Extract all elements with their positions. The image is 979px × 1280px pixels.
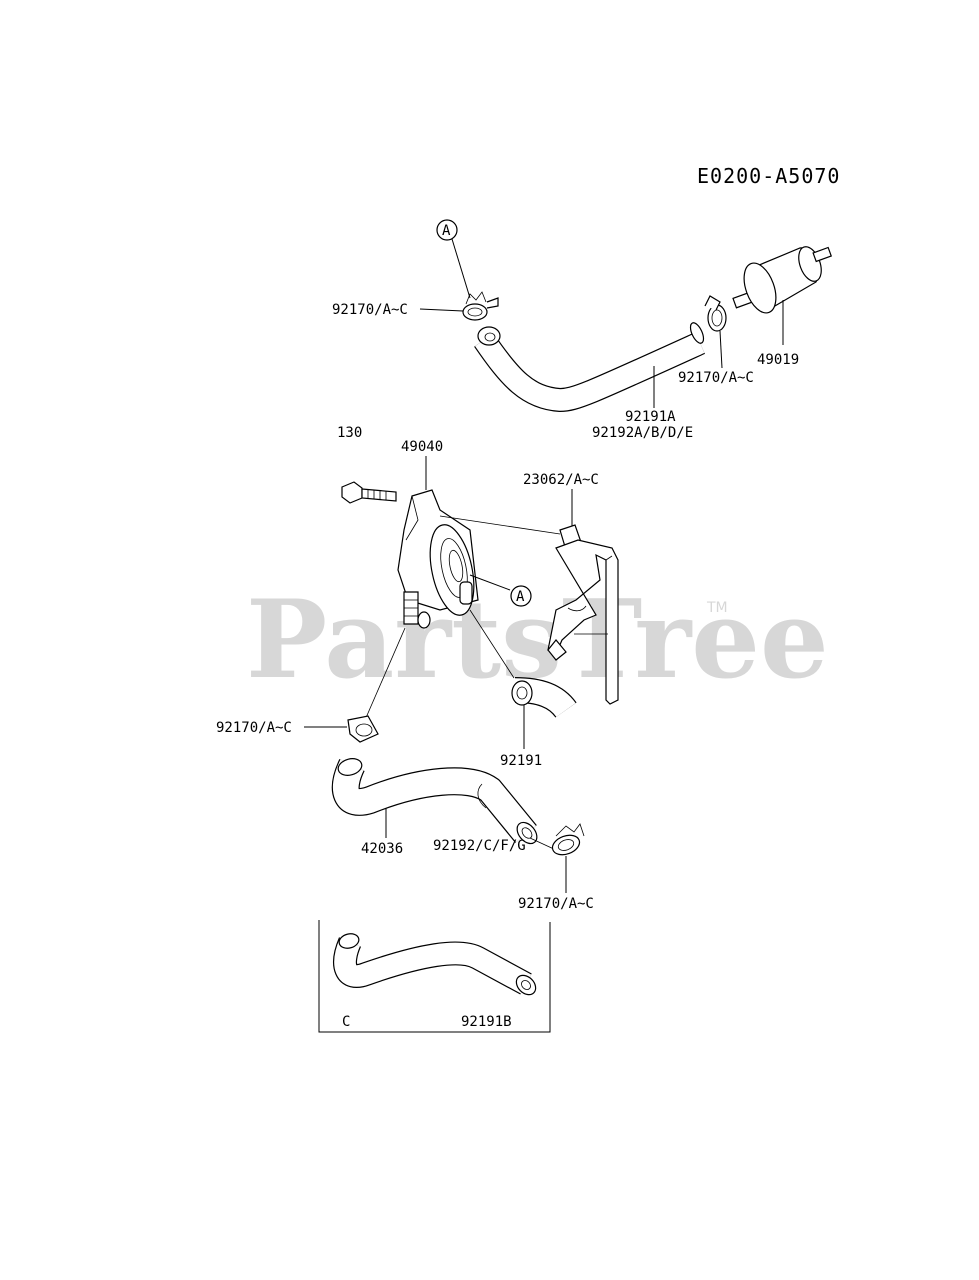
- callout-a-top[interactable]: A: [436, 219, 471, 299]
- hose-short[interactable]: [511, 677, 577, 719]
- watermark-trademark: TM: [706, 600, 728, 616]
- label-clamp-top-left: 92170/A~C: [332, 302, 408, 318]
- leader-pump-clamp: [364, 627, 406, 721]
- inset-letter: C: [342, 1014, 350, 1030]
- leader-pump-bracket: [439, 515, 561, 535]
- hose-long[interactable]: [331, 756, 541, 847]
- callout-a-top-letter: A: [442, 223, 451, 239]
- label-clamp-top-right: 92170/A~C: [678, 370, 754, 386]
- label-short-hose: 92191: [500, 753, 542, 769]
- clamp-top-left[interactable]: [462, 291, 499, 321]
- label-filter: 49019: [757, 352, 799, 368]
- hose-inset[interactable]: [333, 932, 540, 999]
- callout-a-middle[interactable]: A: [469, 574, 532, 607]
- label-inset-part: 92191B: [461, 1014, 512, 1030]
- fuel-filter[interactable]: [732, 244, 832, 318]
- label-pump: 49040: [401, 439, 443, 455]
- label-ref-130: 130: [337, 425, 362, 441]
- clamp-mid-left[interactable]: [347, 715, 379, 743]
- label-hose-top-1: 92191A: [625, 409, 676, 425]
- leader-clamp-top-right: [719, 330, 723, 369]
- clamp-top-right[interactable]: [704, 295, 727, 332]
- inset-box: [318, 920, 551, 1033]
- leader-clamp-top-left: [419, 308, 464, 312]
- diagram-code: E0200-A5070: [697, 164, 840, 188]
- label-clamp-mid-left: 92170/A~C: [216, 720, 292, 736]
- fuel-pump[interactable]: [397, 489, 481, 629]
- label-long-hose: 42036: [361, 841, 403, 857]
- leader-hose-clamp-link: [529, 837, 557, 851]
- leader-short-hose-link: [469, 609, 515, 679]
- bracket[interactable]: [547, 524, 619, 705]
- clamp-bottom[interactable]: [550, 823, 585, 858]
- label-bottom-hose: 92192/C/F/G: [433, 838, 526, 854]
- label-clamp-bottom: 92170/A~C: [518, 896, 594, 912]
- bolt-130[interactable]: [341, 481, 397, 504]
- label-hose-top-2: 92192A/B/D/E: [592, 425, 693, 441]
- label-bracket: 23062/A~C: [523, 472, 599, 488]
- hose-top[interactable]: [474, 321, 706, 413]
- callout-a-middle-letter: A: [516, 589, 525, 605]
